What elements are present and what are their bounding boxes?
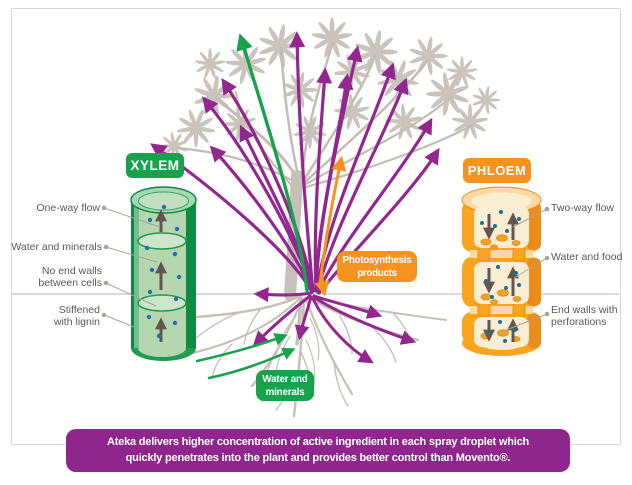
callout-water-and-food: Water and food	[551, 251, 623, 263]
ateka-claim-banner: Ateka delivers higher concentration of a…	[66, 429, 570, 472]
photosynthesis-up-arrow	[318, 155, 347, 286]
callout-two-way-flow: Two-way flow	[551, 202, 615, 214]
water-molecule-dots	[144, 204, 182, 339]
callout-no-end-walls: No end walls between cells	[38, 265, 102, 289]
sieve-plate-perforations	[480, 234, 522, 342]
xylem-flow-arrow	[236, 33, 309, 293]
phloem-two-way-arrow-icons	[483, 212, 519, 342]
phloem-root-arrows	[252, 287, 417, 364]
xylem-root-arrows	[195, 333, 296, 380]
xylem-vessel-illustration	[130, 186, 197, 361]
phloem-title-badge: PHLOEM	[463, 158, 531, 183]
xylem-title-label: XYLEM	[130, 158, 180, 173]
tree-roots	[186, 293, 447, 418]
callout-one-way-flow: One-way flow	[36, 202, 100, 214]
water-and-minerals-badge: Water and minerals	[256, 370, 314, 401]
callout-stiffened-with-lignin: Stiffened with lignin	[53, 304, 100, 328]
sap-molecule-dots	[480, 210, 521, 343]
callout-end-walls-perforations: End walls with perforations	[551, 304, 618, 328]
phloem-vessel-illustration	[461, 186, 542, 356]
photosynthesis-products-badge: Photosynthesis products	[337, 251, 417, 282]
callout-water-and-minerals: Water and minerals	[11, 241, 102, 253]
callout-leader-lines	[101, 205, 550, 333]
photosynthesis-down-arrow	[314, 271, 330, 297]
phloem-title-label: PHLOEM	[467, 163, 527, 178]
xylem-title-badge: XYLEM	[126, 153, 184, 178]
